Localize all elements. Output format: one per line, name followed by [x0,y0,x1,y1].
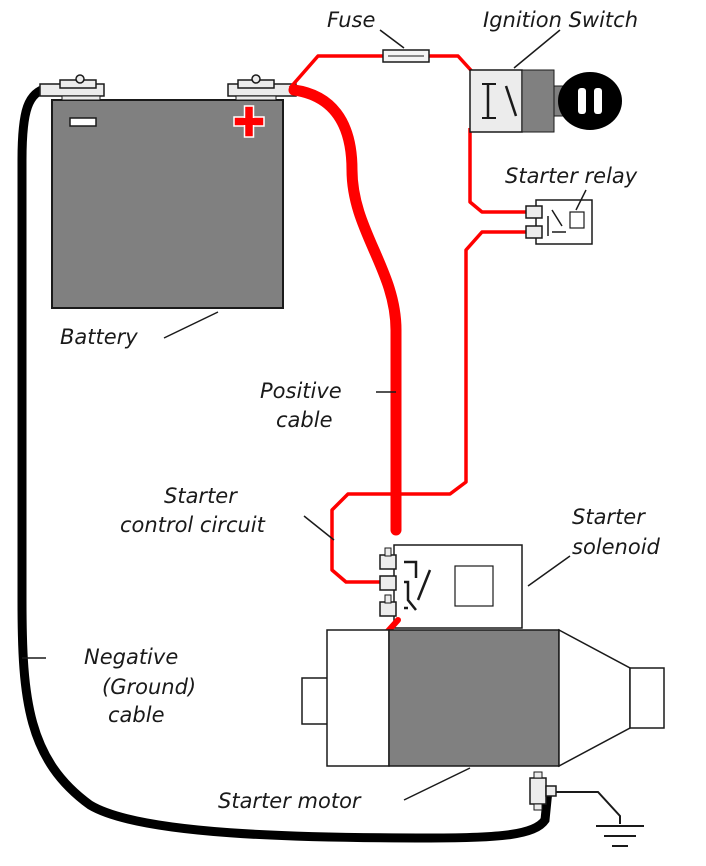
solenoid-terminal-top [379,547,397,570]
label-control-line2: control circuit [120,513,266,537]
starter-motor-icon [301,628,665,768]
label-starter-relay: Starter relay [505,164,638,188]
relay-icon [525,199,593,245]
control-wiring [288,54,530,584]
positive-symbol [233,105,265,138]
solenoid-terminal-middle [379,575,397,591]
label-solenoid-line2: solenoid [572,535,661,559]
fuse-icon [382,49,430,63]
battery-positive-terminal [227,74,297,101]
label-negative-line3: cable [108,703,165,727]
label-battery: Battery [60,325,138,349]
label-fuse: Fuse [327,8,375,32]
battery-negative-terminal [39,74,105,101]
label-positive-line2: cable [276,408,333,432]
solenoid-terminal-bottom [379,594,397,617]
label-positive-line1: Positive [260,379,342,403]
solenoid-icon [377,544,523,643]
label-negative-line2: (Ground) [102,675,196,699]
ground-bolt [529,771,557,811]
label-solenoid-line1: Starter [572,505,646,529]
ground-symbol-icon [556,791,644,847]
label-starter-motor: Starter motor [218,789,362,813]
negative-symbol [69,117,97,127]
ignition-switch-icon [469,69,622,133]
label-ignition-switch: Ignition Switch [483,8,638,32]
negative-ground-cable [17,83,553,843]
label-negative-line1: Negative [84,645,178,669]
positive-cable [288,84,402,536]
battery-icon [39,74,297,309]
ignition-key-icon [558,72,622,130]
leader-lines [22,29,587,801]
label-control-line1: Starter [164,484,238,508]
